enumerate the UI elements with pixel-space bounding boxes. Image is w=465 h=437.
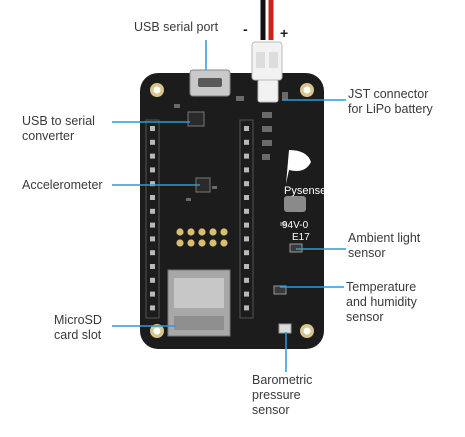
pysense-logo-icon — [286, 150, 311, 184]
gpio-pad — [176, 228, 184, 236]
left-header — [145, 119, 160, 319]
label-microsd: MicroSD card slot — [54, 313, 102, 342]
microsd-slot-contacts — [174, 316, 224, 330]
header-pin — [244, 277, 249, 283]
header-pin — [150, 126, 155, 131]
label-barometric: Barometric pressure sensor — [252, 373, 313, 417]
label-usb-serial-port: USB serial port — [134, 20, 219, 34]
header-pin — [244, 153, 249, 159]
header-pin — [150, 208, 155, 214]
gpio-pad — [220, 239, 228, 247]
header-pin — [150, 181, 155, 187]
header-pin — [150, 139, 155, 145]
right-header-pins — [244, 126, 249, 311]
barometric-chip — [278, 323, 292, 334]
label-usb-to-serial: USB to serial converter — [22, 114, 95, 143]
gpio-pad — [220, 228, 228, 236]
usb-serial-chip — [187, 111, 205, 127]
brand-text: Pysense — [284, 185, 326, 197]
header-pin — [244, 126, 249, 131]
header-pin — [150, 264, 155, 269]
right-header — [239, 119, 254, 319]
board-marking-2: E17 — [292, 232, 310, 243]
label-ambient-light: Ambient light sensor — [348, 231, 421, 260]
gpio-pad — [187, 228, 195, 236]
header-pin — [150, 305, 155, 311]
smd-components — [174, 92, 288, 226]
mounting-holes — [150, 83, 314, 338]
jst-socket — [257, 79, 279, 103]
leader-lines — [112, 40, 346, 372]
label-jst-connector: JST connector for LiPo battery — [348, 87, 433, 116]
label-accelerometer: Accelerometer — [22, 178, 103, 192]
header-pin — [244, 167, 249, 173]
gpio-pad — [198, 228, 206, 236]
jst-pin-left — [256, 52, 265, 68]
header-pin — [150, 291, 155, 297]
header-pin — [150, 153, 155, 159]
header-pin — [244, 236, 249, 242]
polarity-minus: - — [243, 21, 248, 37]
header-pin — [244, 181, 249, 187]
header-pin — [244, 250, 249, 256]
gpio-pad — [198, 239, 206, 247]
gpio-pad — [209, 239, 217, 247]
gpio-pads — [176, 228, 228, 247]
ambient-light-chip — [289, 243, 303, 253]
header-pin — [150, 195, 155, 200]
header-pin — [150, 236, 155, 242]
header-pin — [244, 139, 249, 145]
header-pin — [150, 222, 155, 228]
battery-wires — [260, 0, 274, 40]
left-header-pins — [150, 126, 155, 311]
temperature-humidity-chip — [273, 285, 287, 295]
label-temperature-humidity: Temperature and humidity sensor — [346, 280, 417, 324]
header-pin — [244, 195, 249, 200]
microsd-slot-cover — [174, 278, 224, 308]
button — [284, 196, 306, 212]
polarity-plus: + — [280, 25, 288, 41]
jst-pin-right — [269, 52, 278, 68]
board-marking: 94V-0 — [282, 220, 309, 231]
header-pin — [150, 250, 155, 256]
gpio-pad — [176, 239, 184, 247]
header-pin — [244, 291, 249, 297]
header-pin — [150, 167, 155, 173]
gpio-pad — [209, 228, 217, 236]
header-pin — [244, 222, 249, 228]
header-pin — [150, 277, 155, 283]
header-pin — [244, 305, 249, 311]
header-pin — [244, 208, 249, 214]
usb-port-opening — [198, 78, 222, 87]
gpio-pad — [187, 239, 195, 247]
header-pin — [244, 264, 249, 269]
